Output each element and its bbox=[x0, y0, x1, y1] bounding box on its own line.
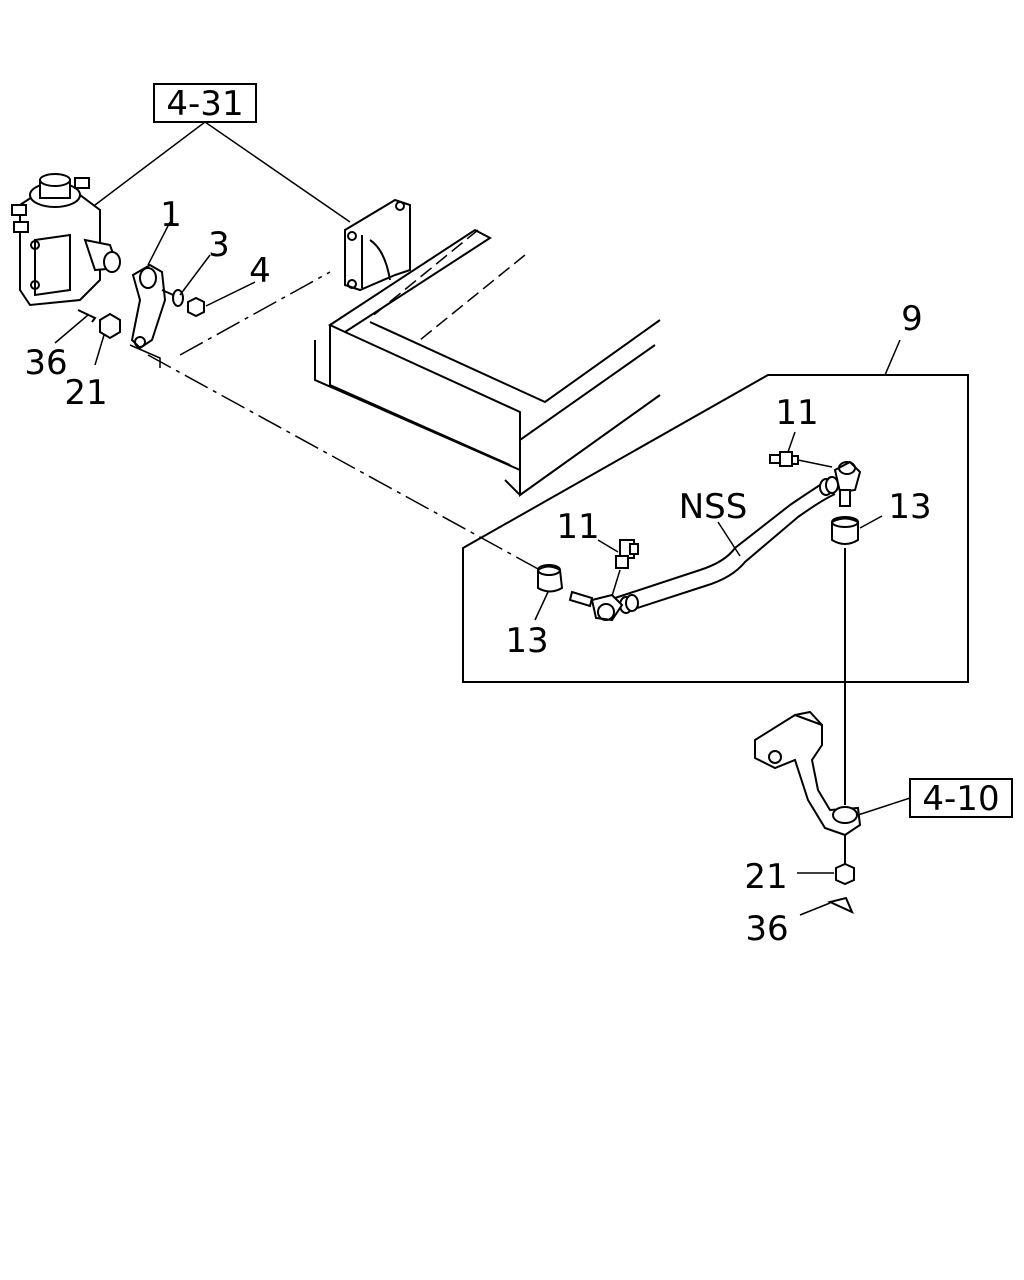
castle-nut-right bbox=[835, 862, 855, 886]
steering-gear-box bbox=[11, 173, 121, 307]
knuckle-arm bbox=[754, 710, 862, 837]
label-36-left: 36 bbox=[24, 343, 67, 383]
dust-boot-right bbox=[831, 516, 859, 545]
cotter-pin-left bbox=[77, 309, 97, 323]
leader-4-31 bbox=[94, 121, 351, 223]
drag-link-assembly-box bbox=[462, 374, 969, 683]
ref-box-4-10[interactable]: 4-10 bbox=[909, 778, 1013, 819]
ref-4-31-text: 4-31 bbox=[166, 84, 243, 124]
label-36-right: 36 bbox=[745, 909, 788, 949]
label-13-left: 13 bbox=[505, 621, 548, 661]
label-21-right: 21 bbox=[744, 857, 787, 897]
grease-nipple-right bbox=[769, 451, 799, 467]
ref-box-4-31[interactable]: 4-31 bbox=[153, 83, 257, 124]
label-1: 1 bbox=[160, 195, 182, 235]
nut bbox=[187, 296, 205, 318]
label-13-right: 13 bbox=[888, 487, 931, 527]
castle-nut-left bbox=[99, 312, 121, 340]
label-nss: NSS bbox=[679, 487, 748, 527]
pitman-arm bbox=[130, 263, 181, 350]
frame-rail bbox=[314, 228, 661, 497]
ball-joint-right bbox=[833, 460, 862, 507]
cotter-pin-right bbox=[826, 896, 854, 914]
dust-boot-left bbox=[537, 564, 564, 593]
frame-bracket bbox=[344, 198, 411, 292]
label-21-left: 21 bbox=[64, 373, 107, 413]
ref-4-10-text: 4-10 bbox=[922, 779, 999, 819]
label-3: 3 bbox=[208, 225, 230, 265]
label-4: 4 bbox=[249, 251, 271, 291]
label-9: 9 bbox=[901, 299, 923, 339]
label-11-right: 11 bbox=[775, 393, 818, 433]
ball-joint-left bbox=[568, 590, 624, 622]
grease-nipple-left bbox=[615, 539, 639, 569]
label-11-left: 11 bbox=[556, 507, 599, 547]
